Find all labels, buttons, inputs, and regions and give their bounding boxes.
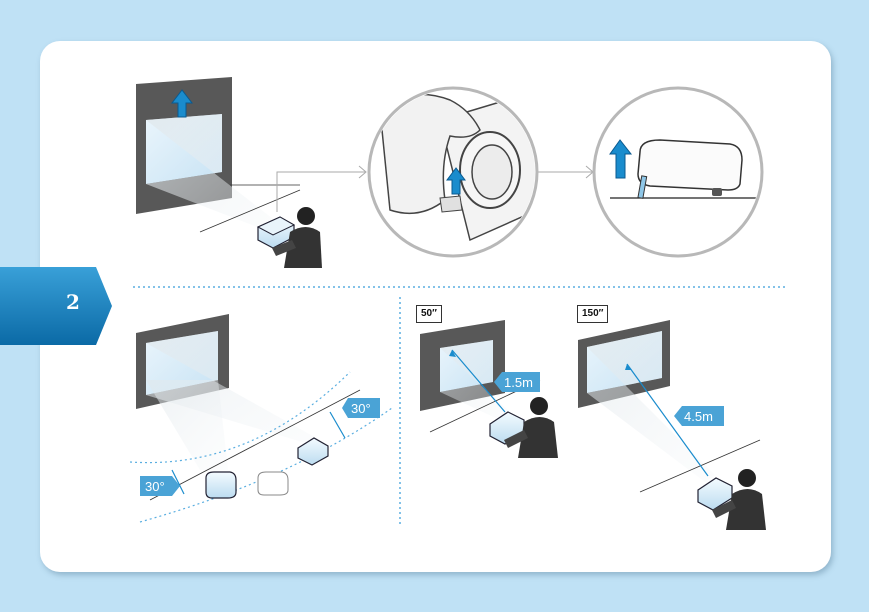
screen-50-scene: 1.5m [420, 320, 558, 458]
projector-icon [257, 471, 289, 496]
light-beam [146, 114, 277, 230]
person-icon [272, 207, 322, 268]
projector-icon [297, 437, 329, 466]
person-icon [712, 469, 766, 530]
step-tab [0, 267, 112, 345]
arrow-up-icon [609, 139, 633, 179]
svg-text:4.5m: 4.5m [684, 409, 713, 424]
screen-size-label-50: 50″ [416, 305, 442, 323]
top-left-scene [136, 77, 322, 268]
svg-text:30°: 30° [351, 401, 371, 416]
detail-circle-foot [592, 86, 764, 258]
distance-label-50: 1.5m [494, 372, 540, 392]
angle-label-right: 30° [342, 398, 380, 418]
angle-scene: 30° 30° [129, 314, 393, 523]
projector-icon [205, 471, 237, 499]
screen-size-label-150: 150″ [577, 305, 609, 323]
arrow-up-icon [170, 89, 194, 118]
distance-label-150: 4.5m [674, 406, 724, 426]
svg-text:1.5m: 1.5m [504, 375, 533, 390]
person-icon [504, 397, 558, 458]
detail-circle-hand [367, 86, 539, 258]
step-number: 2 [66, 290, 80, 314]
foot-lever-icon [637, 175, 722, 199]
angle-label-left: 30° [140, 476, 180, 496]
arrow-up-icon [446, 167, 466, 195]
svg-text:30°: 30° [145, 479, 165, 494]
screen-150-scene: 4.5m [578, 320, 766, 530]
